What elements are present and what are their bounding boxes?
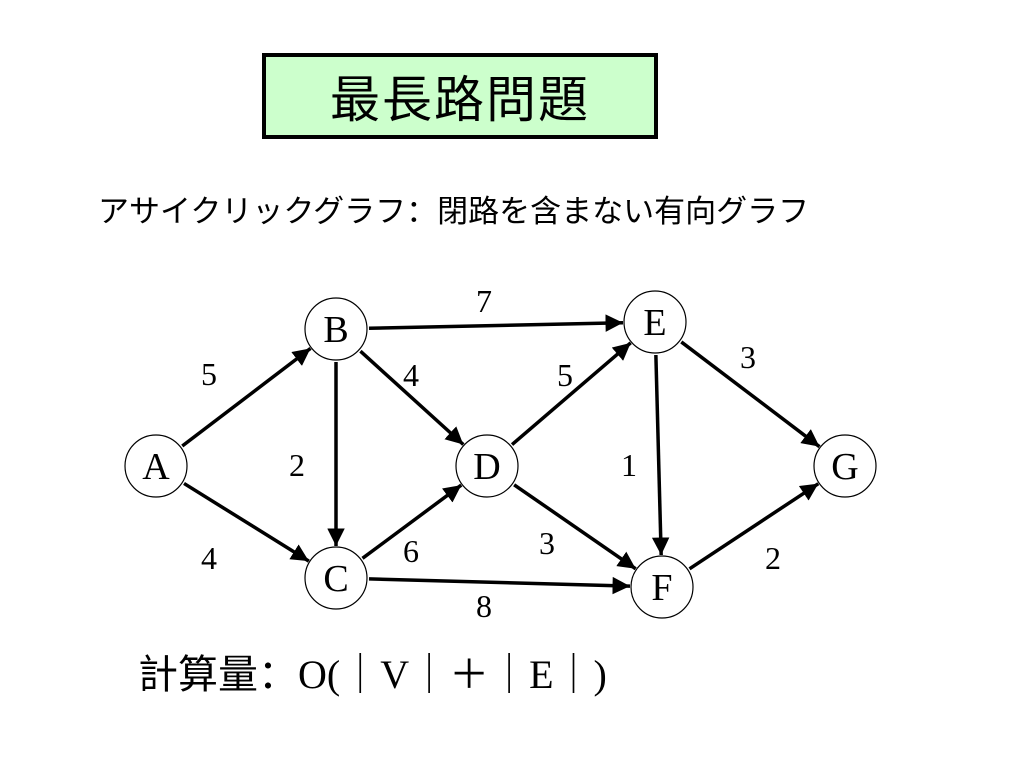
weight-b-e: 7 xyxy=(476,283,492,319)
complexity-label: 計算量： xyxy=(138,652,298,698)
page-title: 最長路問題 xyxy=(330,71,590,129)
weight-f-g: 2 xyxy=(765,540,781,576)
node-e: E xyxy=(623,290,687,354)
weight-c-d: 6 xyxy=(403,533,419,569)
node-a: A xyxy=(124,434,188,498)
edge-c-d xyxy=(361,483,463,560)
node-g: G xyxy=(813,434,877,498)
edge-a-c xyxy=(183,481,310,563)
weight-c-f: 8 xyxy=(476,588,492,624)
node-label: D xyxy=(473,446,500,488)
weight-b-c: 2 xyxy=(289,447,305,483)
node-circle xyxy=(304,546,368,610)
weight-e-g: 3 xyxy=(740,339,756,375)
node-d: D xyxy=(455,434,519,498)
weights-layer: 5 4 7 4 2 6 8 5 3 1 3 2 xyxy=(201,283,781,624)
weight-a-c: 4 xyxy=(201,540,217,576)
node-circle xyxy=(455,434,519,498)
complexity-line: 計算量：O(｜V｜＋｜E｜) xyxy=(138,642,607,700)
edge-b-d xyxy=(359,349,465,446)
weight-e-f: 1 xyxy=(621,447,637,483)
weight-d-f: 3 xyxy=(539,525,555,561)
node-label: G xyxy=(831,446,858,488)
edge-c-f xyxy=(368,576,631,595)
node-circle xyxy=(813,434,877,498)
weight-b-d: 4 xyxy=(403,357,419,393)
node-label: A xyxy=(142,446,170,488)
edge-d-f xyxy=(513,483,637,571)
edge-b-e xyxy=(368,314,624,332)
weight-d-e: 5 xyxy=(557,357,573,393)
node-b: B xyxy=(304,297,368,361)
nodes-layer: A B C D E F G xyxy=(124,290,877,619)
title-box: 最長路問題 xyxy=(262,53,658,139)
node-circle xyxy=(304,297,368,361)
node-label: B xyxy=(323,309,348,351)
node-f: F xyxy=(630,555,694,619)
edge-a-b xyxy=(181,346,312,448)
node-label: E xyxy=(643,302,666,344)
weight-a-b: 5 xyxy=(201,356,217,392)
complexity-formula: O(｜V｜＋｜E｜) xyxy=(298,652,607,697)
edges-layer xyxy=(181,314,821,595)
node-label: F xyxy=(651,567,672,609)
edge-f-g xyxy=(688,482,820,571)
node-label: C xyxy=(323,558,348,600)
subtitle: アサイクリックグラフ：閉路を含まない有向グラフ xyxy=(98,194,810,230)
node-circle xyxy=(630,555,694,619)
node-circle xyxy=(124,434,188,498)
node-c: C xyxy=(304,546,368,610)
edge-e-f xyxy=(651,354,670,556)
node-circle xyxy=(623,290,687,354)
edge-e-g xyxy=(680,340,821,449)
edge-d-e xyxy=(510,341,632,446)
